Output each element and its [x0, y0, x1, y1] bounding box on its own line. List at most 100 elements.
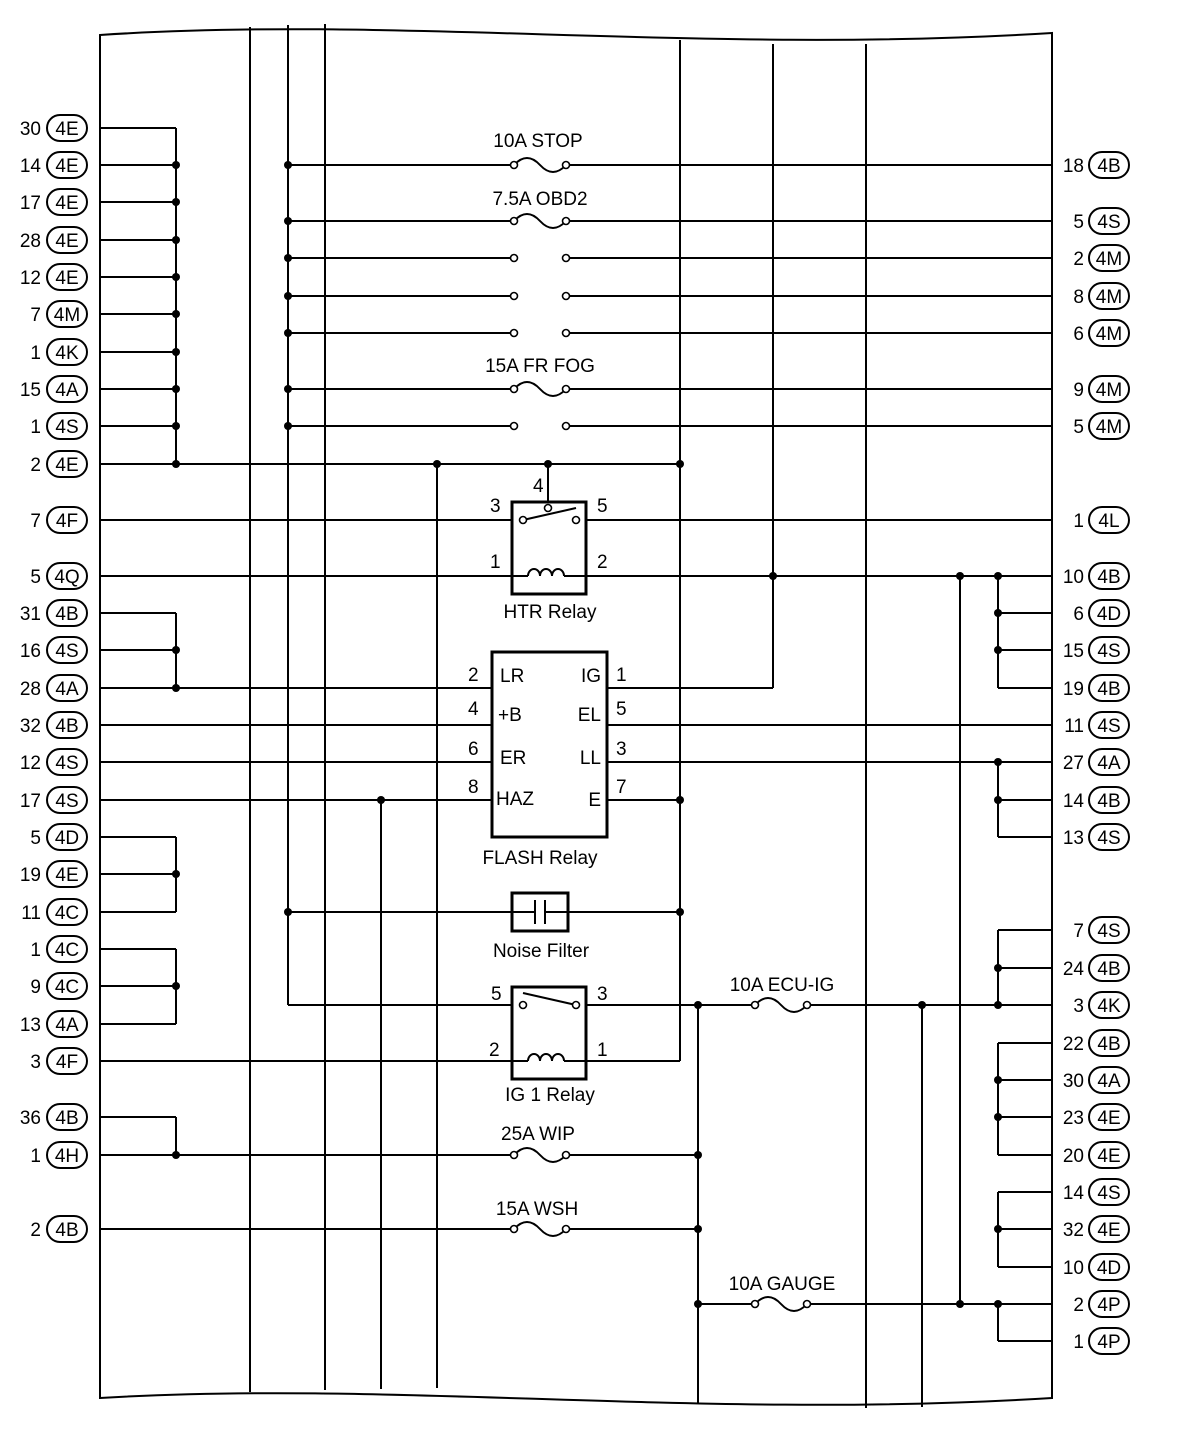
connector-code: 4K: [55, 343, 79, 364]
connector-pin-number: 28: [20, 679, 41, 700]
connector-pill: [1088, 786, 1130, 814]
connector-pin-number: 19: [1063, 679, 1084, 700]
connector-pill: [46, 599, 88, 627]
connector-code: 4S: [55, 791, 78, 812]
connector-pill: [46, 1141, 88, 1169]
connector-pin-number: 2: [1073, 249, 1084, 270]
connector-terminal: 36 4B: [20, 1103, 88, 1131]
flash-term-er: ER: [500, 748, 526, 769]
connector-code: 4E: [55, 865, 78, 886]
connector-pin-number: 5: [30, 567, 41, 588]
connector-pin-number: 36: [20, 1108, 41, 1129]
connector-code: 4E: [1097, 1146, 1120, 1167]
flash-term-ll: LL: [580, 748, 601, 769]
connector-code: 4C: [55, 940, 79, 961]
connector-pin-number: 17: [20, 791, 41, 812]
connector-pill: [46, 506, 88, 534]
connector-code: 4E: [55, 455, 78, 476]
vertical-buses: [249, 24, 961, 1408]
connector-code: 4H: [55, 1146, 79, 1167]
fuse-label-ecu-ig: 10A ECU-IG: [730, 975, 835, 996]
connector-code: 4B: [1097, 679, 1120, 700]
connector-code: 4A: [55, 1015, 79, 1036]
connector-code: 4K: [1097, 996, 1121, 1017]
flash-term-el: EL: [578, 705, 601, 726]
connector-pin-number: 6: [1073, 604, 1084, 625]
connector-pin-number: 32: [20, 716, 41, 737]
htr-pin-5: 5: [597, 496, 608, 517]
connector-pin-number: 17: [20, 193, 41, 214]
connector-pin-number: 11: [21, 903, 41, 924]
connector-pill: [46, 188, 88, 216]
connector-pill: [46, 375, 88, 403]
connector-code: 4B: [55, 1220, 78, 1241]
noise-filter-label: Noise Filter: [493, 941, 590, 962]
connector-pill: [1088, 506, 1130, 534]
connector-code: 4B: [55, 716, 78, 737]
connector-code: 4P: [1097, 1332, 1120, 1353]
connector-pill: [46, 898, 88, 926]
connector-pill: [46, 1047, 88, 1075]
connector-code: 4A: [1097, 1071, 1121, 1092]
connector-pin-number: 30: [20, 119, 41, 140]
connector-code: 4C: [55, 977, 79, 998]
connector-pill: [46, 1010, 88, 1038]
flash-relay: 2 4 6 8 1 5 3 7 LR +B ER HAZ IG EL LL E …: [468, 650, 627, 869]
connector-code: 4F: [56, 1052, 78, 1073]
connector-pill: [1088, 1178, 1130, 1206]
connector-pill: [46, 935, 88, 963]
connector-pill: [46, 674, 88, 702]
wires: [100, 127, 1052, 1342]
connector-pill: [46, 1103, 88, 1131]
connector-code: 4D: [1097, 1258, 1121, 1279]
connector-pin-number: 3: [30, 1052, 41, 1073]
junction-dots: [172, 161, 1002, 1308]
connector-terminal: 19 4B: [1063, 674, 1130, 702]
connector-pill: [1088, 1141, 1130, 1169]
connector-pill: [1088, 916, 1130, 944]
fuse-label-obd2: 7.5A OBD2: [492, 189, 587, 210]
connector-pill: [1088, 954, 1130, 982]
connector-pin-number: 32: [1063, 1220, 1084, 1241]
connector-code: 4S: [1097, 212, 1120, 233]
connector-pin-number: 18: [1063, 156, 1084, 177]
connector-pin-number: 19: [20, 865, 41, 886]
connector-pin-number: 13: [1063, 828, 1084, 849]
connector-code: 4P: [1097, 1295, 1120, 1316]
connector-pill: [46, 300, 88, 328]
connector-pill: [1088, 282, 1130, 310]
connector-pill: [1088, 319, 1130, 347]
connector-code: 4D: [55, 828, 79, 849]
connector-pill: [1088, 711, 1130, 739]
connector-terminal: 32 4E: [1063, 1215, 1130, 1243]
connector-code: 4E: [1097, 1220, 1120, 1241]
connector-pin-number: 3: [1073, 996, 1084, 1017]
connector-code: 4B: [55, 1108, 78, 1129]
connector-code: 4S: [1097, 1183, 1120, 1204]
connector-code: 4M: [1096, 417, 1122, 438]
connector-pin-number: 30: [1063, 1071, 1084, 1092]
connector-pin-number: 10: [1063, 567, 1084, 588]
connector-pill: [46, 711, 88, 739]
connector-terminal: 32 4B: [20, 711, 88, 739]
connector-pin-number: 23: [1063, 1108, 1084, 1129]
ig1-pin-5: 5: [491, 984, 502, 1005]
fuse-symbols: [509, 157, 812, 1312]
connector-pill: [46, 1215, 88, 1243]
